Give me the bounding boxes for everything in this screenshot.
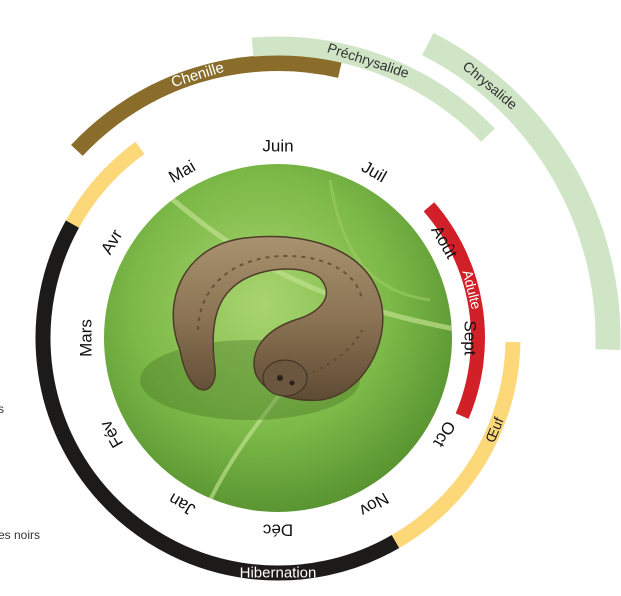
month-label: Juin: [262, 137, 293, 156]
month-label: Sept: [461, 321, 480, 356]
chenille-label: Chenille: [169, 59, 226, 91]
side-text-1: s: [0, 402, 4, 416]
hibernation-label: Hibernation: [240, 565, 317, 582]
month-label: Mars: [77, 319, 96, 357]
month-label: Déc: [262, 521, 293, 540]
side-text-2: es noirs: [0, 528, 40, 542]
